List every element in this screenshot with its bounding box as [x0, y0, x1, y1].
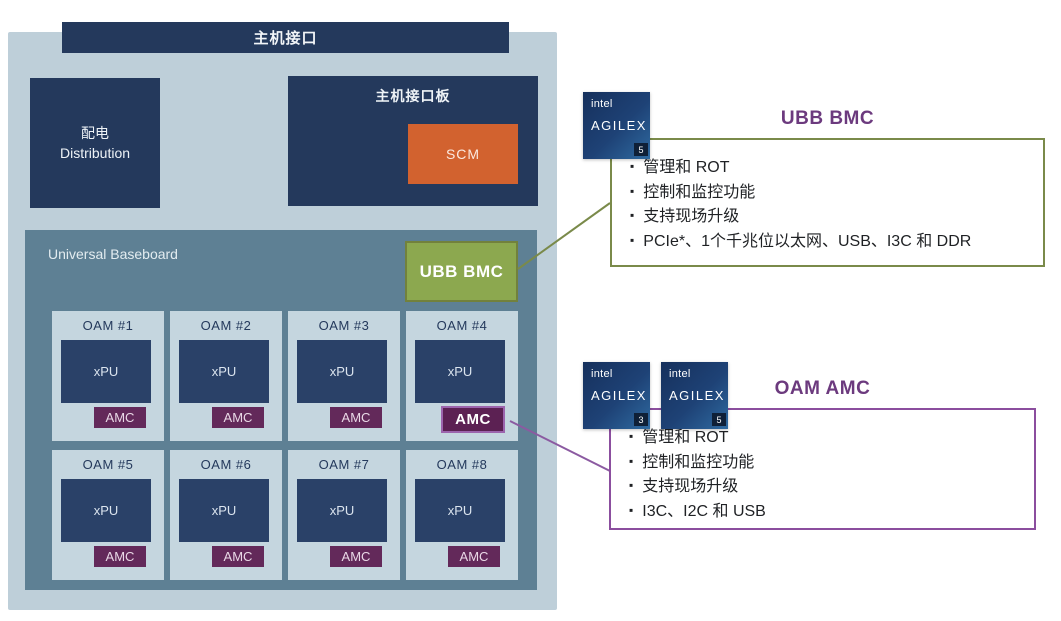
oam-amc-feature-item: 控制和监控功能: [629, 451, 1016, 476]
xpu-chip: xPU: [297, 479, 387, 542]
ubb-bmc-feature-item: 管理和 ROT: [630, 156, 1025, 181]
host-interface-board: 主机接口板 SCM: [288, 76, 538, 206]
xpu-chip: xPU: [415, 479, 505, 542]
oam-module-1: OAM #1 xPU AMC: [52, 311, 164, 441]
distribution-label-en: Distribution: [59, 145, 131, 161]
amc-badge: AMC: [212, 407, 264, 428]
ubb-bmc-module: UBB BMC: [405, 241, 518, 302]
amc-badge: AMC: [330, 546, 382, 567]
intel-agilex-3-chip-badge: intel AGILEX 3: [583, 362, 650, 429]
oam-amc-feature-item: 支持现场升级: [629, 475, 1016, 500]
distribution-label-cn: 配电: [81, 125, 109, 141]
oam-module-5: OAM #5 xPU AMC: [52, 450, 164, 580]
ubb-bmc-feature-item: 支持现场升级: [630, 205, 1025, 230]
agilex-wordmark: AGILEX: [591, 388, 647, 403]
agilex-series-badge: 5: [712, 413, 726, 426]
ubb-bmc-feature-item: PCIe*、1个千兆位以太网、USB、I3C 和 DDR: [630, 230, 1025, 255]
intel-logo: intel: [669, 368, 691, 380]
universal-baseboard: Universal Baseboard UBB BMC OAM #1 xPU A…: [25, 230, 537, 590]
oam-module-3: OAM #3 xPU AMC: [288, 311, 400, 441]
agilex-series-badge: 3: [634, 413, 648, 426]
agilex-series-badge: 5: [634, 143, 648, 156]
oam-module-label: OAM #3: [318, 318, 370, 333]
agilex-wordmark: AGILEX: [669, 388, 725, 403]
oam-amc-callout-box: 管理和 ROT 控制和监控功能 支持现场升级 I3C、I2C 和 USB: [609, 408, 1036, 530]
xpu-chip: xPU: [61, 479, 151, 542]
intel-agilex-5-chip-badge: intel AGILEX 5: [583, 92, 650, 159]
ubb-bmc-feature-item: 控制和监控功能: [630, 181, 1025, 206]
xpu-chip: xPU: [297, 340, 387, 403]
oam-module-label: OAM #5: [82, 457, 134, 472]
host-interface-bar: 主机接口: [62, 22, 509, 53]
oam-module-label: OAM #8: [436, 457, 488, 472]
ubb-bmc-callout-box: 管理和 ROT 控制和监控功能 支持现场升级 PCIe*、1个千兆位以太网、US…: [610, 138, 1045, 267]
amc-badge: AMC: [212, 546, 264, 567]
oam-module-6: OAM #6 xPU AMC: [170, 450, 282, 580]
oam-module-label: OAM #4: [436, 318, 488, 333]
power-distribution-box: 配电 Distribution: [30, 78, 160, 208]
oam-module-label: OAM #2: [200, 318, 252, 333]
scm-module: SCM: [408, 124, 518, 184]
oam-module-label: OAM #6: [200, 457, 252, 472]
intel-agilex-5-chip-badge: intel AGILEX 5: [661, 362, 728, 429]
oam-module-2: OAM #2 xPU AMC: [170, 311, 282, 441]
host-interface-label: 主机接口: [253, 30, 318, 47]
host-interface-board-label: 主机接口板: [375, 88, 451, 104]
oam-amc-feature-list: 管理和 ROT 控制和监控功能 支持现场升级 I3C、I2C 和 USB: [611, 410, 1034, 524]
oam-module-7: OAM #7 xPU AMC: [288, 450, 400, 580]
amc-badge: AMC: [94, 546, 146, 567]
oam-module-label: OAM #1: [82, 318, 134, 333]
xpu-chip: xPU: [179, 479, 269, 542]
oam-module-label: OAM #7: [318, 457, 370, 472]
amc-badge: AMC: [448, 546, 500, 567]
amc-badge-highlighted: AMC: [441, 406, 505, 433]
agilex-wordmark: AGILEX: [591, 118, 647, 133]
xpu-chip: xPU: [61, 340, 151, 403]
oam-amc-feature-item: 管理和 ROT: [629, 426, 1016, 451]
xpu-chip: xPU: [415, 340, 505, 403]
oam-module-8: OAM #8 xPU AMC: [406, 450, 518, 580]
xpu-chip: xPU: [179, 340, 269, 403]
universal-baseboard-label: Universal Baseboard: [48, 246, 178, 262]
ubb-bmc-feature-list: 管理和 ROT 控制和监控功能 支持现场升级 PCIe*、1个千兆位以太网、US…: [612, 140, 1043, 254]
ubb-bmc-callout-title: UBB BMC: [780, 108, 875, 129]
intel-logo: intel: [591, 98, 613, 110]
oam-amc-callout-title: OAM AMC: [774, 378, 871, 399]
amc-badge: AMC: [330, 407, 382, 428]
amc-badge: AMC: [94, 407, 146, 428]
intel-logo: intel: [591, 368, 613, 380]
oam-amc-feature-item: I3C、I2C 和 USB: [629, 500, 1016, 525]
oam-module-4: OAM #4 xPU AMC: [406, 311, 518, 441]
